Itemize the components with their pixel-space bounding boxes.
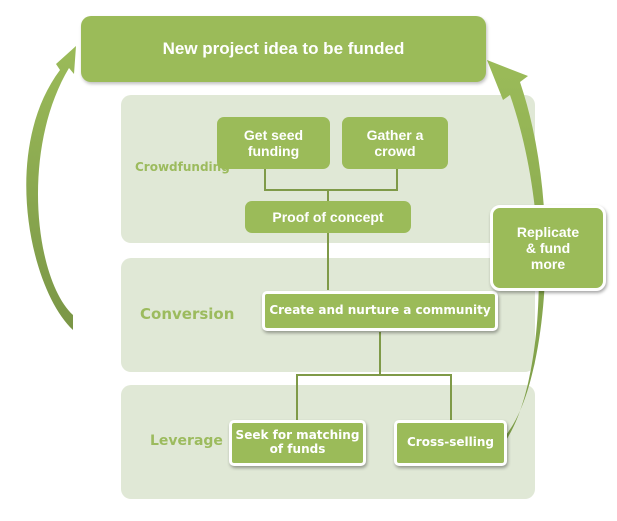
node-create-community: Create and nurture a community <box>262 291 498 331</box>
node-text-line: & fund <box>525 239 571 256</box>
right-loop-arrow-icon <box>486 60 546 458</box>
node-replicate-fund-more: Replicate & fund more <box>490 205 606 291</box>
node-text-line: of funds <box>269 442 326 456</box>
stage-label-leverage: Leverage <box>150 433 223 449</box>
node-text-line: Replicate <box>516 223 580 240</box>
node-text-line: Get seed <box>243 126 304 143</box>
node-text-line: crowd <box>374 143 416 159</box>
node-text-line: funding <box>247 143 300 159</box>
node-new-project-idea: New project idea to be funded <box>81 16 486 82</box>
stage-label-conversion: Conversion <box>140 305 235 323</box>
node-gather-a-crowd: Gather a crowd <box>342 117 448 169</box>
node-text-line: Seek for matching <box>235 428 360 443</box>
stage-label-crowdfunding: Crowdfunding <box>135 160 230 174</box>
connector-crowd-to-proof <box>328 168 398 191</box>
node-get-seed-funding: Get seed funding <box>217 117 330 169</box>
connector-community-to-leverage <box>296 332 452 420</box>
node-cross-selling: Cross-selling <box>394 420 507 466</box>
node-text-line: more <box>530 256 566 273</box>
node-seek-matching-funds: Seek for matching of funds <box>229 420 366 466</box>
left-loop-arrow-icon <box>26 46 76 330</box>
node-proof-of-concept: Proof of concept <box>245 201 411 233</box>
node-text-line: Gather a <box>366 126 424 143</box>
connector-seed-to-proof <box>264 168 328 191</box>
